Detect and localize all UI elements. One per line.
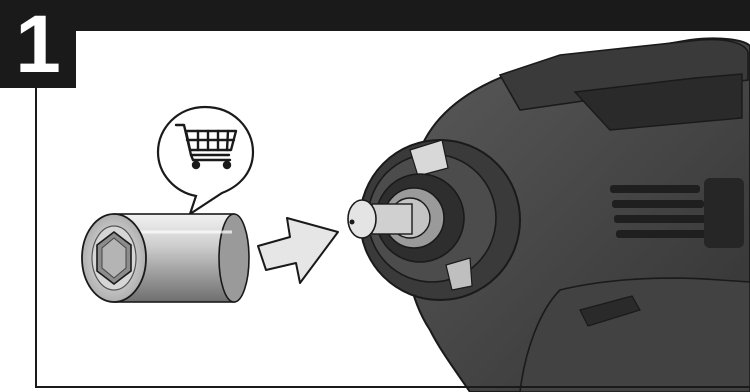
impact-socket — [82, 214, 249, 302]
impact-wrench — [348, 38, 750, 392]
cart-callout — [158, 107, 253, 214]
insert-arrow-icon — [258, 218, 338, 283]
frame-bottom-border — [35, 386, 750, 388]
